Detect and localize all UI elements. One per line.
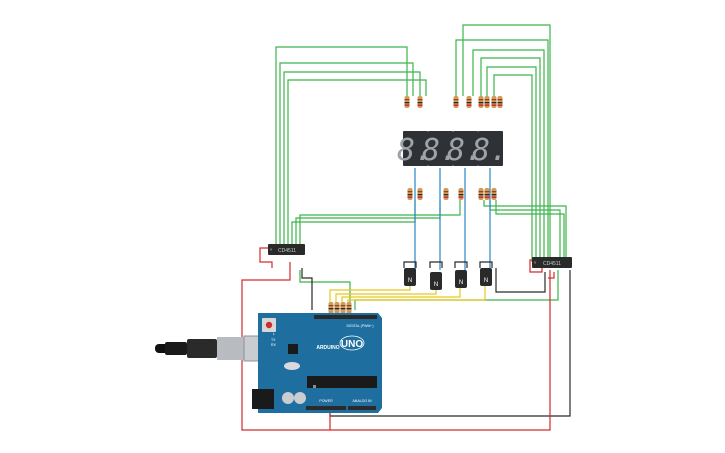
usb-cable-icon[interactable] — [155, 335, 275, 362]
resistor — [484, 188, 490, 200]
arduino-tx-label: TX — [271, 338, 276, 342]
resistor — [478, 96, 484, 108]
cd4511-chip-right[interactable]: CD4511 — [532, 257, 572, 268]
chip-left-label: CD4511 — [278, 248, 296, 254]
arduino-uno-board[interactable]: ARDUINO UNO DIGITAL (PWM~) POWER ANALOG … — [252, 313, 382, 413]
seven-segment-digit-1[interactable]: 8. — [397, 131, 433, 168]
arduino-brand: ARDUINO — [316, 345, 339, 351]
transistor-group: N N N N — [404, 268, 492, 290]
resistor — [466, 96, 472, 108]
arduino-power-label: POWER — [319, 399, 333, 403]
transistor-label: N — [408, 278, 412, 284]
transistor-4[interactable]: N — [480, 268, 492, 286]
resistor — [453, 96, 459, 108]
resistor — [497, 96, 503, 108]
seven-segment-digit-2[interactable]: 8. — [422, 131, 458, 168]
transistor-1[interactable]: N — [404, 268, 416, 286]
resistor — [417, 188, 423, 200]
digit-3-value: 8. — [447, 133, 483, 168]
arduino-model: UNO — [341, 339, 363, 350]
top-resistors — [404, 96, 503, 108]
blue-wires — [414, 168, 491, 270]
resistor — [443, 188, 449, 200]
seven-segment-digit-4[interactable]: 8. — [472, 131, 508, 168]
seven-segment-digit-3[interactable]: 8. — [447, 131, 483, 168]
arduino-digital-label: DIGITAL (PWM~) — [346, 324, 373, 328]
transistor-3[interactable]: N — [455, 270, 467, 288]
digit-4-value: 8. — [472, 133, 508, 168]
cd4511-chip-left[interactable]: CD4511 — [268, 244, 305, 255]
resistor — [404, 96, 410, 108]
resistor — [478, 188, 484, 200]
transistor-label: N — [484, 278, 488, 284]
digit-1-value: 8. — [397, 133, 433, 168]
arduino-analog-label: ANALOG IN — [352, 399, 372, 403]
transistor-label: N — [459, 280, 463, 286]
transistor-2[interactable]: N — [430, 272, 442, 290]
resistor — [458, 188, 464, 200]
resistor — [491, 188, 497, 200]
reset-button-icon[interactable] — [262, 318, 276, 332]
resistor — [484, 96, 490, 108]
resistor — [491, 96, 497, 108]
arduino-rx-label: RX — [271, 343, 277, 347]
bottom-resistors — [407, 188, 497, 200]
resistor — [417, 96, 423, 108]
arduino-l-label: L — [273, 332, 275, 336]
transistor-label: N — [434, 282, 438, 288]
digit-2-value: 8. — [422, 133, 458, 168]
seven-segment-display-group[interactable]: 8. 8. 8. 8. — [397, 131, 508, 168]
resistor — [407, 188, 413, 200]
chip-right-label: CD4511 — [543, 261, 561, 267]
header-resistors — [328, 302, 352, 314]
